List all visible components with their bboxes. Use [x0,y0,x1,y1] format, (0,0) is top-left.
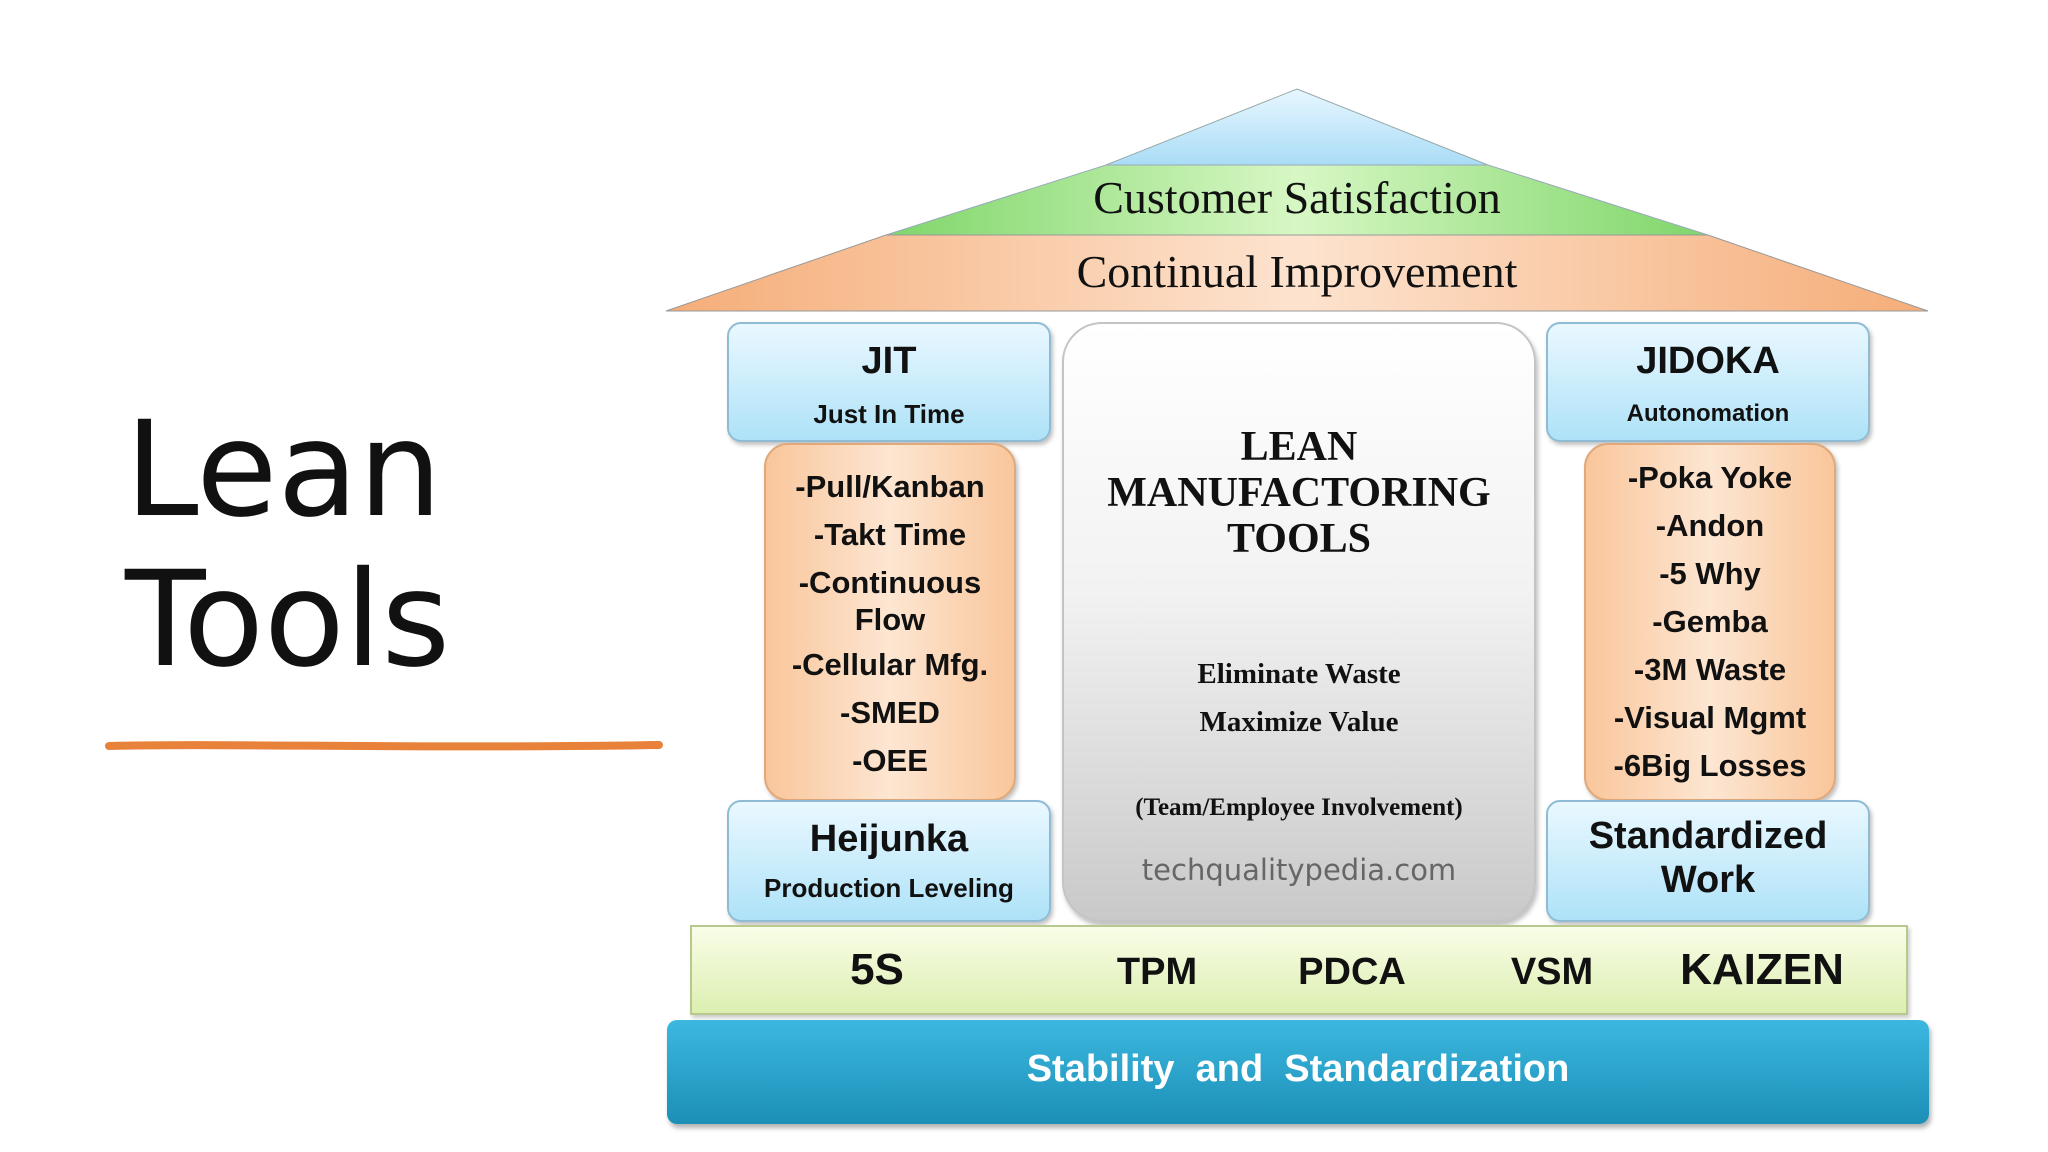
jit-tool-item: -Pull/Kanban [795,469,985,504]
heijunka-title: Heijunka [809,818,969,860]
roof-continual-improvement: Continual Improvement [1077,246,1518,297]
jit-box: JIT Just In Time [727,322,1051,442]
center-line-maximize-value: Maximize Value [1199,706,1399,738]
slide-title-line-1: Lean [125,393,442,547]
jit-tool-item: -Cellular Mfg. [791,647,989,682]
foundation-tools-bar: 5S TPM PDCA VSM KAIZEN [690,925,1908,1015]
roof-top-section [1105,88,1489,166]
standardized-work-box: Standardized Work [1546,800,1870,922]
lean-tools-center-box: LEAN MANUFACTORING TOOLS Eliminate Waste… [1062,322,1536,922]
center-watermark: techqualitypedia.com [1141,853,1457,887]
jidoka-subtitle: Autonomation [1626,400,1790,427]
tool-kaizen: KAIZEN [1680,945,1844,994]
jit-tool-item: -OEE [852,743,928,778]
jidoka-tool-item: -Andon [1655,508,1765,543]
base-label: Stability and Standardization [1026,1048,1570,1090]
jidoka-box: JIDOKA Autonomation [1546,322,1870,442]
jit-title: JIT [861,340,917,382]
jidoka-tool-item: -Gemba [1652,604,1768,639]
center-line-eliminate-waste: Eliminate Waste [1197,658,1401,690]
jit-subtitle: Just In Time [813,399,965,429]
center-title: LEAN MANUFACTORING TOOLS [1064,424,1534,562]
roof-customer-satisfaction: Customer Satisfaction [1093,172,1501,223]
heijunka-subtitle: Production Leveling [764,873,1014,903]
title-underline [105,741,663,751]
heijunka-box: Heijunka Production Leveling [727,800,1051,922]
jidoka-tool-item: -6Big Losses [1613,748,1807,783]
tool-vsm: VSM [1510,951,1594,993]
tool-5s: 5S [850,945,904,994]
jidoka-title: JIDOKA [1636,340,1780,382]
slide-title: Lean Tools [125,395,625,695]
jidoka-tool-item: -Poka Yoke [1627,460,1793,495]
jidoka-tool-item: -Visual Mgmt [1613,700,1807,735]
center-title-line-1: LEAN [1240,424,1358,470]
standardized-work-title-line-2: Work [1660,859,1756,901]
stability-standardization-base: Stability and Standardization [667,1020,1929,1124]
tool-tpm: TPM [1116,951,1198,993]
jidoka-tool-item: -3M Waste [1633,652,1787,687]
jidoka-tool-item: -5 Why [1659,556,1761,591]
roof-orange-band [665,234,1929,312]
standardized-work-title-line-1: Standardized [1588,815,1828,857]
center-title-line-2: MANUFACTORING [1107,470,1491,516]
jit-tool-item: -Takt Time [813,517,967,552]
center-line-team-involvement: (Team/Employee Involvement) [1135,794,1463,821]
jit-tool-item: -SMED [840,695,940,730]
jit-tool-item: Flow [854,602,926,637]
tool-pdca: PDCA [1298,951,1406,993]
slide-title-line-2: Tools [125,543,451,697]
roof: Customer Satisfaction Continual Improvem… [665,88,1929,312]
jit-tools-list: -Pull/Kanban -Takt Time -Continuous Flow… [764,443,1016,801]
jidoka-tools-list: -Poka Yoke -Andon -5 Why -Gemba -3M Wast… [1584,443,1836,801]
center-title-line-3: TOOLS [1227,516,1371,562]
jit-tool-item: -Continuous [798,565,982,600]
